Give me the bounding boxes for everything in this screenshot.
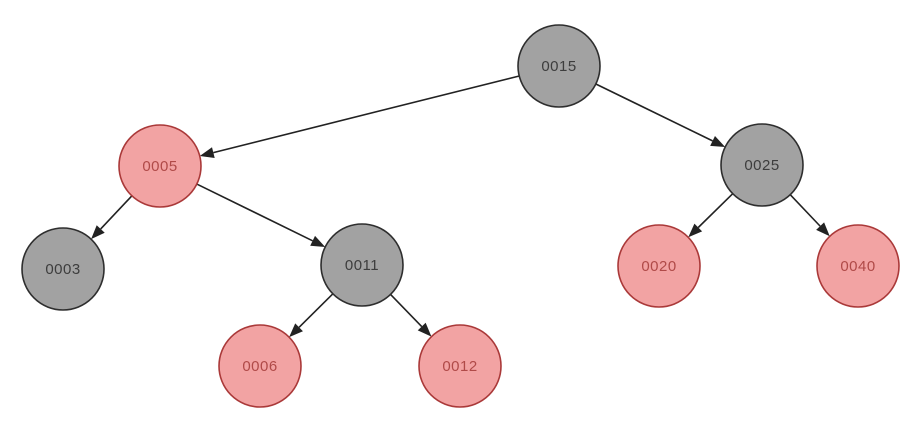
node-circle [118,124,202,208]
edge-arrowhead [199,147,215,158]
node-label: 0011 [345,257,379,274]
tree-node-0006: 0006 [218,324,302,408]
tree-node-0012: 0012 [418,324,502,408]
node-circle [21,227,105,311]
node-circle [218,324,302,408]
tree-node-0015: 0015 [517,24,601,108]
tree-node-0040: 0040 [816,224,900,308]
edges-layer [91,75,830,338]
edge-arrowhead [310,235,326,247]
edge-line [298,293,334,328]
tree-node-0011: 0011 [320,223,404,307]
node-label: 0003 [45,261,80,278]
edge-line [595,83,713,142]
tree-node-0025: 0025 [720,123,804,207]
edge-line [789,194,821,227]
edge-arrowhead [710,135,726,148]
node-circle [320,223,404,307]
edge-line [196,183,313,242]
node-circle [517,24,601,108]
node-label: 0006 [242,358,277,375]
node-label: 0020 [641,258,676,275]
edge-arrowhead [816,222,830,237]
edge-line [697,193,734,229]
tree-node-0003: 0003 [21,227,105,311]
node-circle [418,324,502,408]
tree-node-0005: 0005 [118,124,202,208]
edge-arrowhead [289,323,303,338]
node-circle [617,224,701,308]
edge-arrowhead [417,322,432,337]
node-label: 0005 [142,158,177,175]
node-circle [816,224,900,308]
edge-line [100,195,133,230]
node-label: 0040 [840,258,875,275]
edge-arrowhead [688,223,703,238]
node-label: 0025 [744,157,779,174]
nodes-layer: 0015 0005 0025 0003 0011 0006 0012 0020 0040 [21,24,900,408]
node-label: 0015 [541,58,576,75]
edge-line [389,293,423,328]
edge-line [213,75,520,154]
tree-node-0020: 0020 [617,224,701,308]
node-label: 0012 [442,358,477,375]
node-circle [720,123,804,207]
edge-arrowhead [91,225,105,240]
